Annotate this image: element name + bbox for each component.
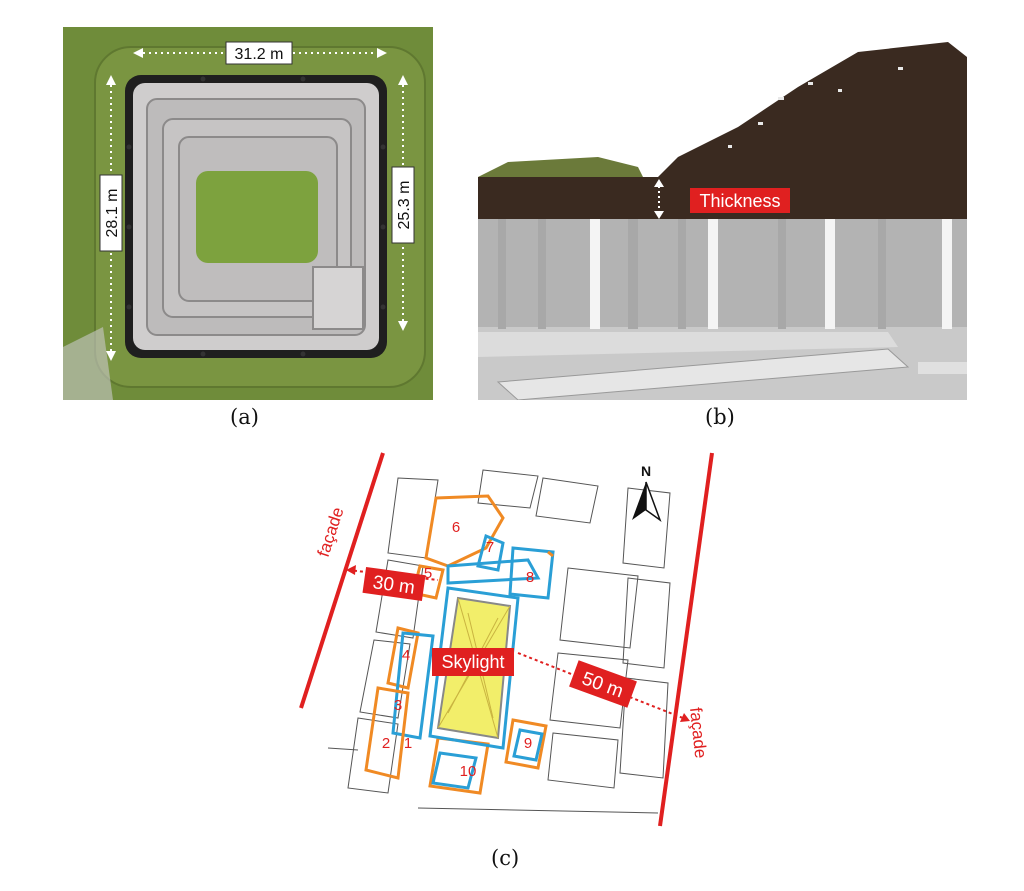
facade-right-line (658, 452, 714, 827)
thickness-label: Thickness (699, 191, 780, 211)
caption-c: (c) (491, 846, 520, 870)
skylight-ring (428, 586, 520, 750)
room-number-8: 8 (526, 569, 534, 586)
dim-top-box (225, 41, 293, 65)
panel-b-drawing: Thickness (478, 27, 967, 401)
dist-left-box (362, 566, 426, 602)
arrow-left (346, 565, 356, 575)
room-number-9: 9 (524, 735, 532, 752)
roof-highlights (728, 67, 903, 148)
skylight-label-box (432, 648, 514, 676)
room-number-4: 4 (402, 647, 410, 664)
dim-right-label: 25.3 m (396, 181, 413, 230)
panel-b: Thickness (478, 27, 967, 401)
arrow-right (680, 713, 690, 722)
dim-top-label: 31.2 m (235, 46, 284, 63)
lower-balcony (496, 348, 910, 401)
foreground-columns (590, 219, 952, 329)
room-numbers: 1 2 3 4 5 6 7 8 9 10 (382, 519, 534, 780)
dim-left-box (99, 174, 123, 252)
room-number-10: 10 (460, 763, 477, 780)
interior-back-wall (478, 219, 967, 327)
facade-left-line (299, 452, 385, 709)
room-number-5: 5 (424, 565, 432, 582)
skylight-label: Skylight (441, 652, 504, 672)
dist-right-box (569, 660, 637, 708)
panel-c: 1 2 3 4 5 6 7 8 9 10 30 m 50 m Skylight … (298, 448, 728, 828)
room-number-1: 1 (404, 735, 412, 752)
room-outlines (364, 494, 555, 795)
room-number-7: 7 (486, 539, 494, 556)
right-ledge (918, 362, 967, 374)
panel-a: 31.2 m 28.1 m 25.3 m (63, 27, 433, 400)
background-columns (498, 219, 886, 329)
corner-pavement (63, 327, 113, 400)
room-number-3: 3 (394, 697, 402, 714)
frame-bolts (126, 76, 386, 357)
atrium-green-floor (196, 171, 318, 263)
north-label: N (641, 463, 651, 479)
room-number-2: 2 (382, 735, 390, 752)
panel-c-drawing: 1 2 3 4 5 6 7 8 9 10 30 m 50 m Skylight … (299, 452, 714, 827)
caption-a: (a) (230, 405, 259, 429)
panel-a-drawing: 31.2 m 28.1 m 25.3 m (63, 27, 433, 400)
dimension-arrowheads (106, 48, 408, 361)
facade-right-label: façade (686, 706, 710, 759)
north-arrow-icon: N (632, 463, 662, 523)
caption-b: (b) (705, 405, 735, 429)
thickness-arrow-up (654, 179, 664, 187)
thickness-arrow-down (654, 211, 664, 219)
balcony-slab (478, 332, 898, 357)
thickness-label-box (690, 188, 790, 213)
facade-left-label: façade (314, 505, 348, 559)
room-number-6: 6 (452, 519, 460, 536)
dim-left-label: 28.1 m (104, 189, 121, 238)
dim-right-box (391, 166, 415, 244)
stepped-roof (648, 42, 967, 187)
terrace-step (312, 266, 364, 330)
plan-walls (327, 469, 671, 814)
